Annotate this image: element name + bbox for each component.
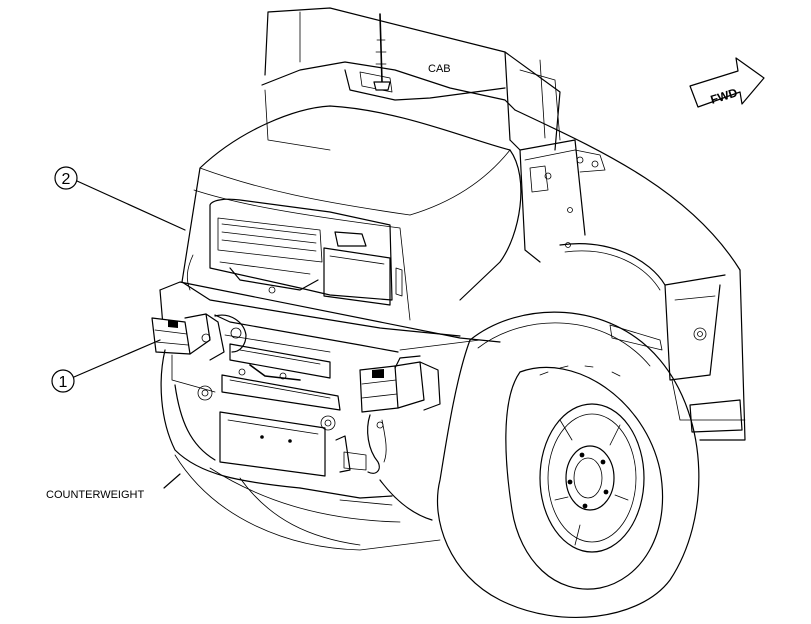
- fwd-arrow: FWD: [689, 57, 765, 108]
- cab: [261, 7, 561, 151]
- cab-label: CAB: [428, 63, 451, 75]
- counterweight-label: COUNTERWEIGHT: [46, 489, 144, 501]
- counterweight-body: [160, 349, 441, 551]
- counterweight-callout: COUNTERWEIGHT: [46, 473, 181, 501]
- callout-2: 2: [54, 166, 186, 231]
- callout-1-number: 1: [59, 374, 68, 391]
- rear-wheel: [436, 311, 700, 619]
- antenna: [373, 13, 391, 91]
- right-rear-lamp: [359, 355, 441, 413]
- license-plate: [323, 247, 391, 306]
- callout-1: 1: [51, 339, 161, 393]
- rear-grille: [209, 198, 393, 301]
- left-rear-lamp: [151, 313, 247, 361]
- rops-post: [509, 139, 606, 263]
- fender: [514, 109, 746, 441]
- engine-hood: [181, 105, 522, 337]
- callout-2-number: 2: [62, 171, 71, 188]
- fwd-label: FWD: [709, 85, 740, 106]
